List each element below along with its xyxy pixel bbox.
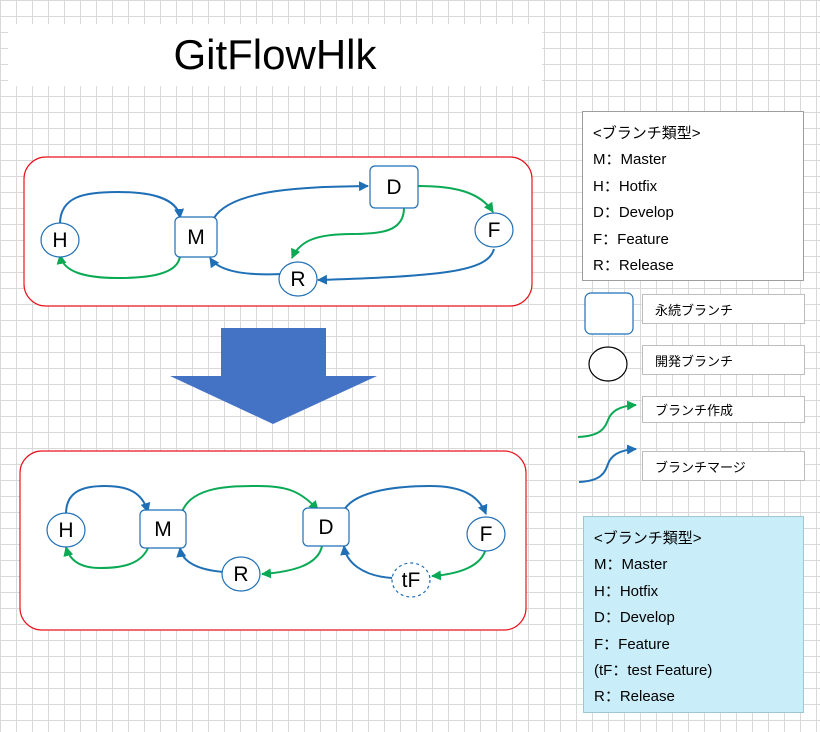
top-node-f-label: F <box>488 219 501 242</box>
legend2-item-release: R：Release <box>594 688 675 706</box>
branch-type-legend: <ブランチ類型> M：Master H：Hotfix D：Develop F：F… <box>582 111 804 281</box>
top-arrow-d-to-r <box>291 207 405 259</box>
top-node-m[interactable] <box>174 216 218 258</box>
legend2-item-feature: F：Feature <box>594 635 670 653</box>
key-development-symbol <box>588 346 628 382</box>
bottom-arrow-h-to-m <box>65 484 151 515</box>
legend-item-master: M：Master <box>593 151 667 169</box>
legend-item-develop: D：Develop <box>593 204 674 222</box>
page-title: GitFlowHlk <box>8 24 542 86</box>
legend-item-release: R：Release <box>593 257 674 275</box>
branch-type-legend-extended: <ブランチ類型> M：Master H：Hotfix D：Develop F：F… <box>583 516 804 713</box>
bottom-arrow-d-to-f <box>343 484 488 515</box>
bottom-node-m[interactable] <box>139 509 187 549</box>
top-arrow-h-to-m <box>59 190 185 225</box>
top-node-d[interactable] <box>369 165 419 209</box>
bottom-node-h[interactable] <box>46 512 86 548</box>
legend-header: <ブランチ類型> <box>593 125 701 142</box>
bottom-node-r-label: R <box>233 563 248 586</box>
bottom-node-tf[interactable] <box>391 562 431 598</box>
bottom-node-m-label: M <box>154 518 172 541</box>
top-node-h[interactable] <box>40 222 80 258</box>
top-node-m-label: M <box>187 226 205 249</box>
legend-item-feature: F：Feature <box>593 230 669 248</box>
top-node-r-label: R <box>290 268 305 291</box>
bottom-diagram-frame <box>19 450 527 631</box>
legend2-item-test-feature: (tF：test Feature) <box>594 662 713 680</box>
key-permanent-label: 永続ブランチ <box>642 294 805 324</box>
key-merge-arrow <box>578 444 637 483</box>
bottom-arrow-d-to-r <box>261 545 323 579</box>
key-development-label: 開発ブランチ <box>642 345 805 375</box>
legend2-header: <ブランチ類型> <box>594 530 702 547</box>
bottom-node-f-label: F <box>480 523 493 546</box>
transition-down-arrow <box>170 328 377 424</box>
top-arrow-m-to-d <box>213 181 369 219</box>
bottom-node-d[interactable] <box>302 507 350 547</box>
top-arrow-r-to-m <box>209 257 283 276</box>
bottom-node-f[interactable] <box>466 516 506 552</box>
top-node-f[interactable] <box>474 212 514 248</box>
bottom-node-r[interactable] <box>221 556 261 592</box>
bottom-arrow-r-to-m <box>176 547 225 573</box>
top-arrow-f-to-r <box>317 248 495 285</box>
bottom-node-tf-label: tF <box>402 569 421 592</box>
key-merge-label: ブランチマージ <box>642 451 805 481</box>
top-node-h-label: H <box>52 229 67 252</box>
key-create-arrow <box>577 400 637 438</box>
top-node-r[interactable] <box>278 261 318 297</box>
bottom-arrow-m-to-d <box>181 484 319 513</box>
top-arrow-d-to-f <box>417 185 494 213</box>
key-permanent-symbol <box>584 292 634 335</box>
bottom-node-d-label: D <box>318 516 333 539</box>
legend2-item-develop: D：Develop <box>594 609 675 627</box>
legend2-item-hotfix: H：Hotfix <box>594 582 659 600</box>
bottom-arrow-tf-to-d <box>340 545 393 579</box>
key-create-label: ブランチ作成 <box>642 396 805 423</box>
top-arrow-m-to-h <box>56 254 181 280</box>
bottom-arrow-m-to-h <box>63 546 149 570</box>
bottom-node-h-label: H <box>58 519 73 542</box>
top-diagram-frame <box>23 156 533 307</box>
legend-item-hotfix: H：Hotfix <box>593 177 658 195</box>
legend2-item-master: M：Master <box>594 556 668 574</box>
bottom-arrow-f-to-tf <box>431 547 487 581</box>
top-node-d-label: D <box>386 176 401 199</box>
